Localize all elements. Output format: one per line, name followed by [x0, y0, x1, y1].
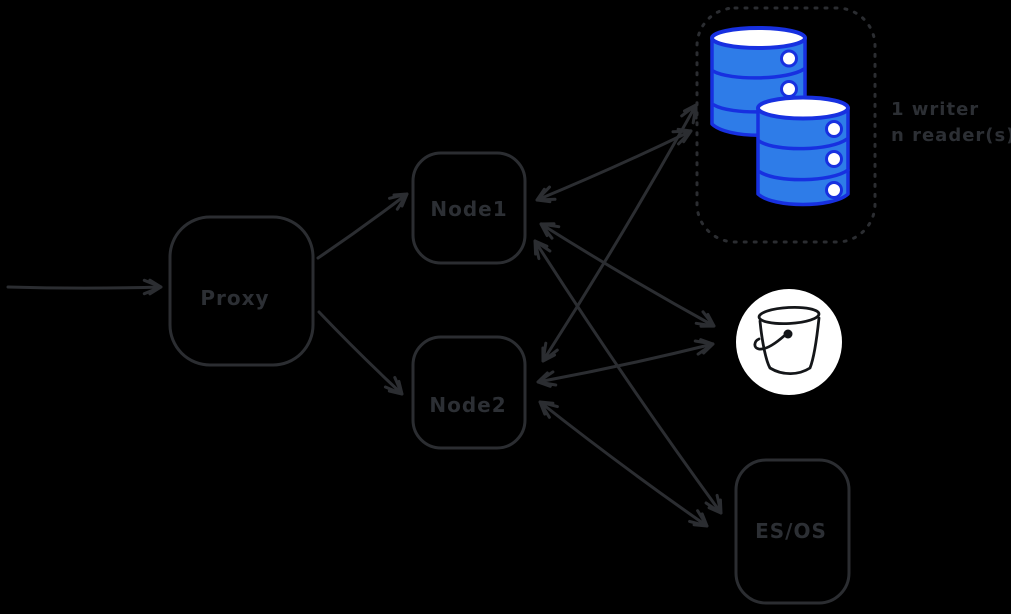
edge-node1-bucket: [539, 222, 716, 328]
esos-box: [734, 458, 851, 605]
edge-inbound: [6, 278, 163, 296]
edge-node1-esos: [533, 239, 723, 515]
esos-label: ES/OS: [755, 519, 827, 543]
node1-box: [411, 151, 527, 265]
proxy-node-box: [168, 215, 315, 367]
db-cluster-annotation: 1 writer n reader(s): [891, 97, 1011, 149]
edge-node2-esos: [538, 400, 709, 528]
db-cluster-container: [695, 6, 877, 244]
edge-proxy-node2: [317, 310, 404, 396]
node2-label: Node2: [429, 393, 507, 417]
database-cylinder-front: [756, 95, 850, 207]
proxy-label: Proxy: [200, 286, 270, 310]
edge-node1-db: [535, 127, 693, 204]
database-icon: [710, 26, 850, 207]
node1-label: Node1: [430, 197, 508, 221]
edges-group: [6, 103, 723, 528]
edge-proxy-node1: [316, 192, 409, 260]
edge-node2-db: [541, 103, 698, 363]
edge-node2-bucket: [536, 338, 715, 388]
db-annotation-line1: 1 writer: [891, 99, 980, 120]
bucket-icon: [736, 289, 842, 395]
node2-box: [411, 335, 527, 450]
db-annotation-line2: n reader(s): [891, 125, 1011, 146]
